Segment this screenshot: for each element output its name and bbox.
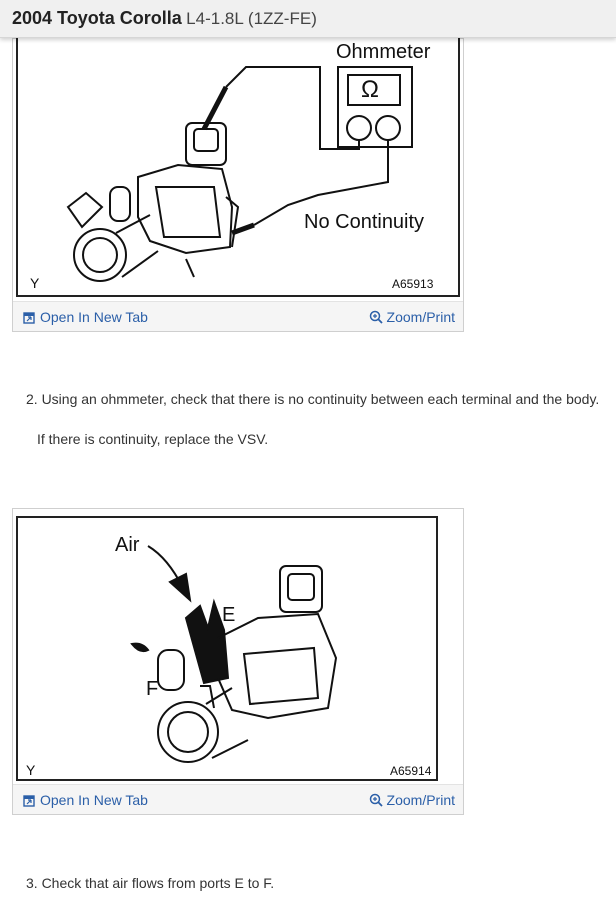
figure-toolbar: Open In New Tab Zoom/Print <box>13 301 463 331</box>
air-flow-diagram: Air E F Y A65914 <box>16 516 438 781</box>
open-in-new-tab-label: Open In New Tab <box>40 792 148 808</box>
open-in-new-tab-label: Open In New Tab <box>40 309 148 325</box>
open-in-new-tab-link[interactable]: Open In New Tab <box>23 309 148 325</box>
ohmmeter-diagram: Ohmmeter Ω No Continuity Y A65913 <box>16 37 460 297</box>
step-2-text: 2. Using an ohmmeter, check that there i… <box>26 391 600 407</box>
corner-y-label: Y <box>30 275 40 291</box>
vsv-ohmmeter-illustration <box>66 66 413 282</box>
figure-code: A65913 <box>392 277 434 291</box>
air-label: Air <box>115 534 140 556</box>
engine-subtitle: L4-1.8L (1ZZ-FE) <box>186 9 317 28</box>
zoom-magnifier-icon <box>369 310 383 324</box>
zoom-print-link[interactable]: Zoom/Print <box>369 792 455 808</box>
ohmmeter-label: Ohmmeter <box>336 41 431 63</box>
port-e-label: E <box>222 604 236 626</box>
zoom-print-label: Zoom/Print <box>386 792 455 808</box>
vehicle-title: 2004 Toyota Corolla <box>12 8 182 28</box>
figure-ohmmeter-check: Ohmmeter Ω No Continuity Y A65913 Open I… <box>12 37 464 332</box>
zoom-print-link[interactable]: Zoom/Print <box>369 309 455 325</box>
figure-toolbar: Open In New Tab Zoom/Print <box>13 784 463 814</box>
no-continuity-label: No Continuity <box>304 211 425 233</box>
corner-y-label: Y <box>26 762 36 778</box>
vsv-air-flow-illustration <box>130 545 338 763</box>
step-3-text: 3. Check that air flows from ports E to … <box>26 875 275 891</box>
step-2-note: If there is continuity, replace the VSV. <box>37 431 269 447</box>
page-header: 2004 Toyota Corolla L4-1.8L (1ZZ-FE) <box>0 0 616 38</box>
figure-code: A65914 <box>390 764 432 778</box>
zoom-print-label: Zoom/Print <box>386 309 455 325</box>
open-in-new-tab-icon <box>23 311 35 324</box>
omega-symbol: Ω <box>361 76 379 103</box>
zoom-magnifier-icon <box>369 793 383 807</box>
open-in-new-tab-link[interactable]: Open In New Tab <box>23 792 148 808</box>
port-f-label: F <box>146 678 159 700</box>
open-in-new-tab-icon <box>23 794 35 807</box>
figure-air-flow-check: Air E F Y A65914 Open In New Tab Zoom/Pr… <box>12 508 464 815</box>
